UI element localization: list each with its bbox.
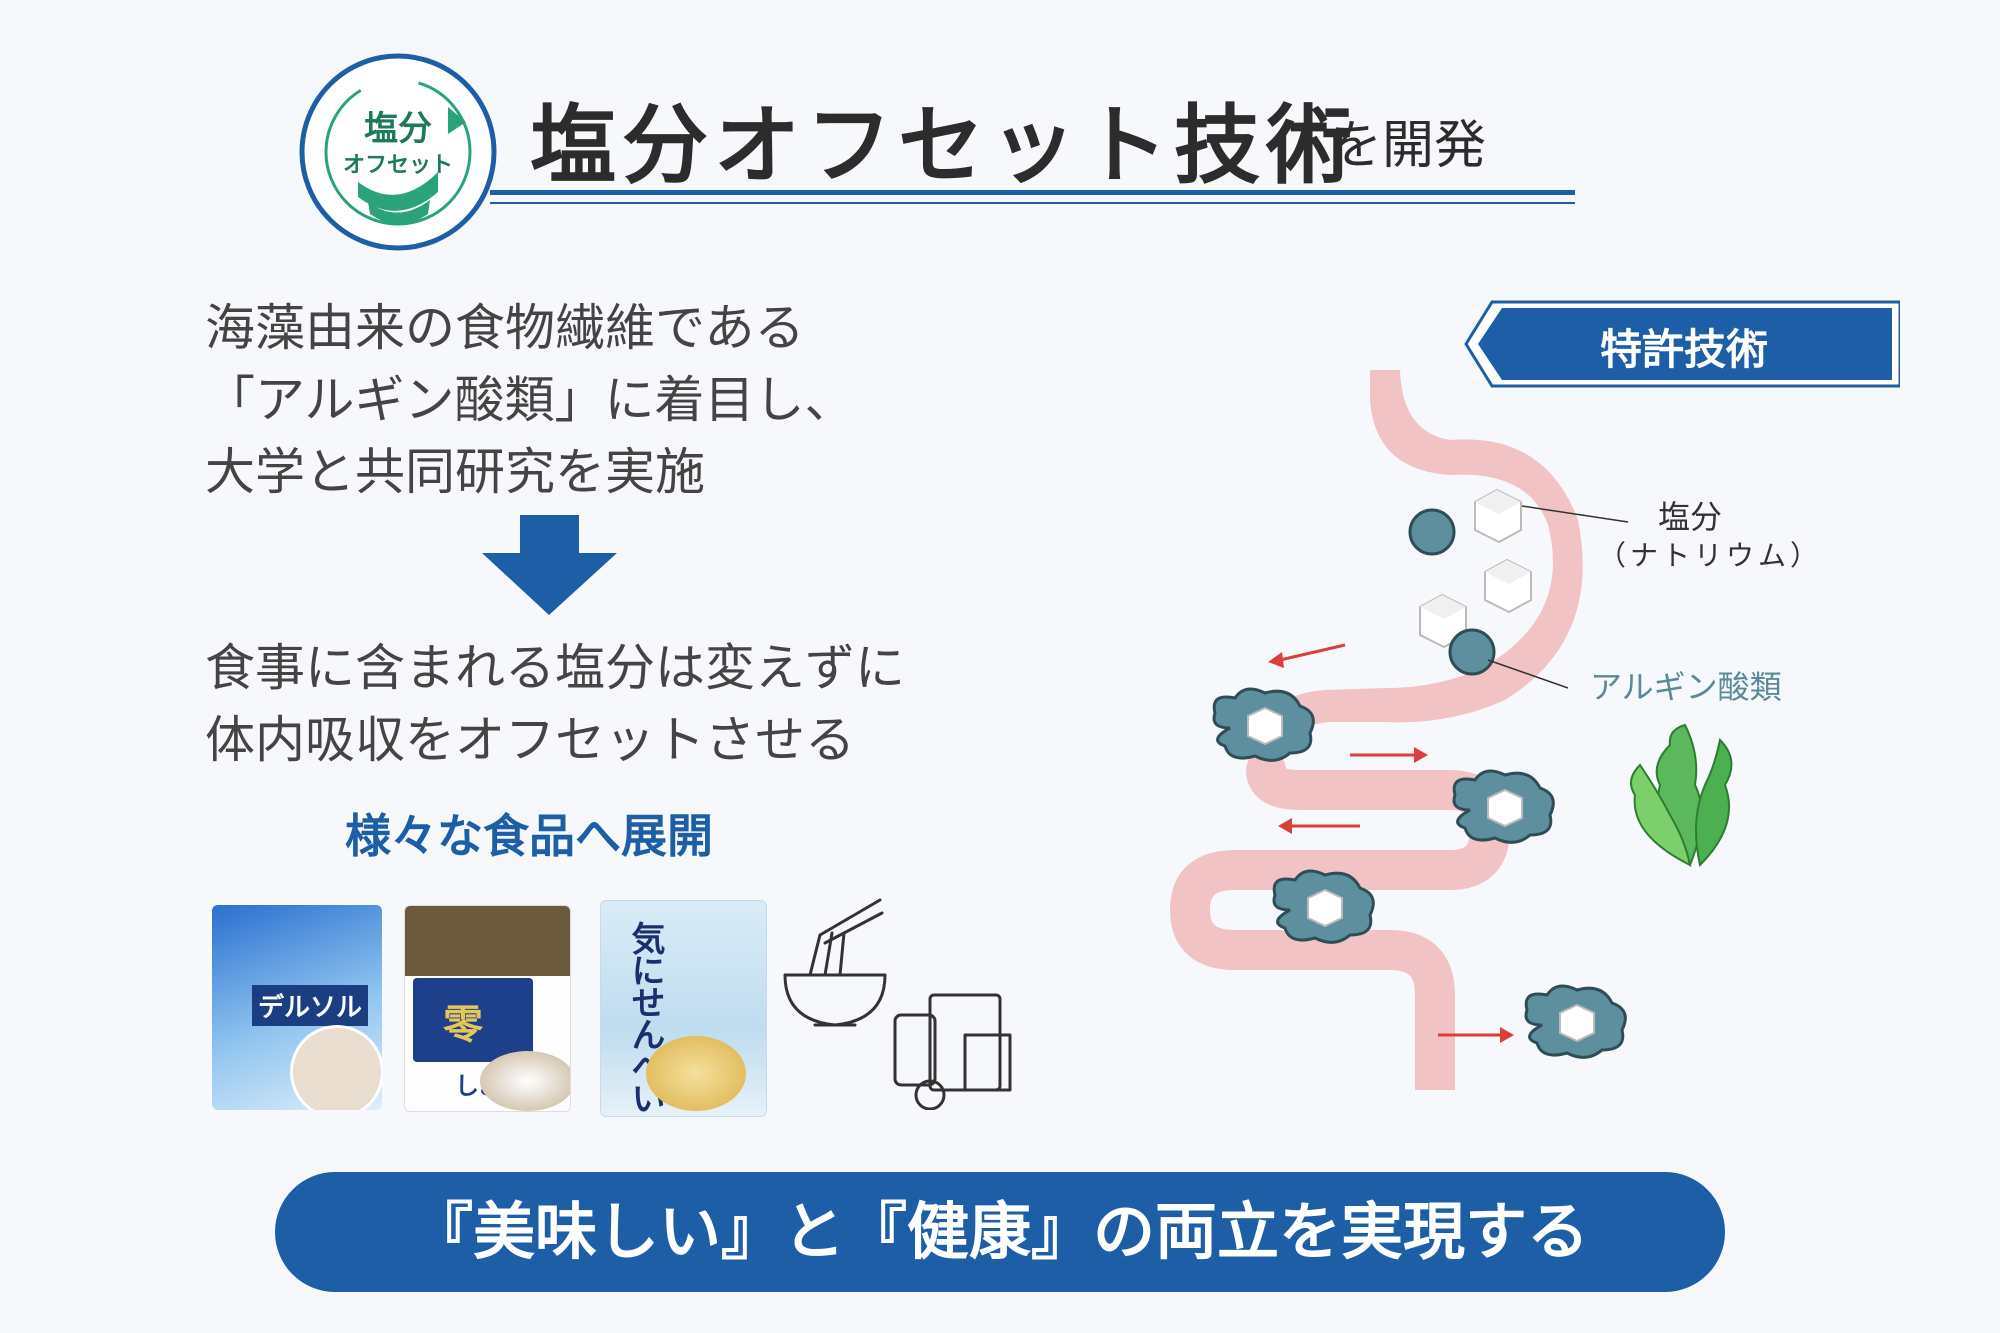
can-icon	[893, 1013, 937, 1087]
product-zero-label-panel	[413, 978, 533, 1062]
patent-badge-label: 特許技術	[1600, 325, 1769, 374]
bound-salt-cluster-icon	[1452, 769, 1555, 844]
bottom-banner	[275, 1172, 1725, 1292]
title-underline-thin	[490, 202, 1575, 204]
salt-cube-icon	[1474, 488, 1522, 544]
intro-line: 大学と共同研究を実施	[205, 443, 705, 501]
flow-arrow-icon	[1278, 818, 1360, 834]
product-senbei-package: 気にせんべい	[600, 900, 767, 1117]
intro-text: 海藻由来の食物繊維である 「アルギン酸類」に着目し、 大学と共同研究を実施	[205, 292, 855, 508]
bound-salt-cluster-icon	[1212, 687, 1315, 762]
result-text: 食事に含まれる塩分は変えずに 体内吸収をオフセットさせる	[205, 632, 905, 776]
seaweed-icon	[1630, 723, 1733, 867]
result-line: 体内吸収をオフセットさせる	[205, 711, 855, 769]
chocolate-icon	[963, 1033, 1012, 1092]
product-delsol-package: デルソル	[212, 905, 382, 1110]
food-lineart-icons	[783, 898, 1012, 1110]
capsule-dish-image	[290, 1025, 382, 1110]
product-delsol-name: デルソル	[252, 985, 369, 1026]
alginate-particle-icon	[1448, 628, 1496, 676]
title-underline	[490, 190, 1575, 195]
intro-line: 「アルギン酸類」に着目し、	[205, 371, 855, 429]
logo-text-1: 塩分	[364, 109, 432, 149]
noodles-icon	[808, 931, 846, 977]
chopsticks-icon	[818, 898, 884, 945]
salt-sublabel: （ナトリウム）	[1598, 539, 1823, 572]
salt-cube-icon	[1419, 593, 1467, 649]
chip-icon	[914, 1079, 946, 1110]
page-title-suffix: を開発	[1330, 116, 1487, 176]
salt-cube-icon	[1484, 558, 1532, 614]
alginate-label: アルギン酸類	[1590, 668, 1782, 706]
senbei-crackers-image	[646, 1036, 746, 1111]
down-arrow-icon	[482, 515, 617, 615]
patent-badge	[1464, 300, 1900, 388]
product-zero-salt-package: 零 しお	[404, 905, 571, 1112]
result-line: 食事に含まれる塩分は変えずに	[205, 639, 905, 697]
salt-bowl-image	[480, 1051, 570, 1111]
bound-salt-cluster-icon	[1272, 869, 1375, 944]
alginate-particle-icon	[1408, 508, 1456, 556]
flow-arrow-icon	[1438, 1027, 1514, 1043]
salt-label: 塩分	[1658, 498, 1723, 536]
product-zero-photo-band	[405, 906, 570, 976]
flow-arrow-icon	[1268, 643, 1346, 668]
expand-label: 様々な食品へ展開	[345, 809, 713, 863]
intestine-shape	[1169, 750, 1511, 1090]
salt-offset-logo: 塩分 オフセット	[299, 53, 497, 251]
bound-salt-cluster-icon	[1524, 984, 1627, 1059]
logo-text-2: オフセット	[343, 153, 453, 178]
digestion-diagram	[1169, 370, 1733, 1090]
page-title: 塩分オフセット技術	[530, 96, 1358, 196]
bowl-icon	[783, 973, 887, 1027]
flow-arrow-icon	[1350, 747, 1428, 763]
intro-line: 海藻由来の食物繊維である	[205, 299, 805, 357]
bottom-banner-text: 『美味しい』と『健康』の両立を実現する	[410, 1195, 1589, 1268]
product-zero-kanji: 零	[443, 1002, 483, 1048]
